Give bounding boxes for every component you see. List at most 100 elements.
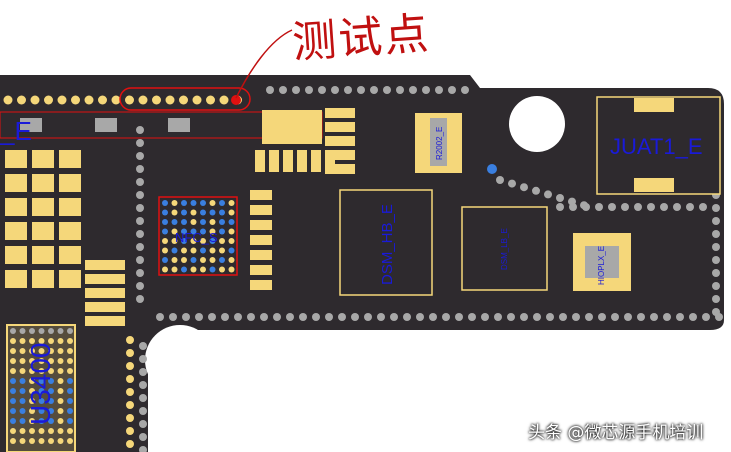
via bbox=[17, 95, 26, 105]
bga-ball bbox=[190, 219, 197, 225]
bga-ball bbox=[190, 247, 197, 254]
via bbox=[712, 295, 720, 303]
pad bbox=[95, 118, 117, 132]
component-dsm-lb[interactable] bbox=[461, 206, 548, 291]
bga-ball bbox=[190, 257, 197, 263]
bga-ball bbox=[10, 378, 16, 384]
via bbox=[152, 95, 161, 105]
bga-ball bbox=[38, 358, 45, 364]
via bbox=[126, 414, 134, 422]
via bbox=[611, 313, 619, 321]
via bbox=[136, 152, 144, 160]
via bbox=[139, 420, 147, 428]
via bbox=[3, 95, 13, 105]
via bbox=[435, 86, 443, 94]
test-point-highlighted bbox=[231, 95, 241, 105]
via bbox=[712, 256, 720, 264]
bga-ball bbox=[228, 238, 235, 244]
via bbox=[136, 230, 144, 238]
bga-ball bbox=[171, 209, 178, 216]
pad bbox=[20, 118, 42, 132]
label-r2002: R2002_E bbox=[435, 127, 444, 160]
bga-ball bbox=[162, 219, 168, 225]
via bbox=[455, 313, 463, 321]
via bbox=[637, 313, 645, 321]
mounting-hole bbox=[145, 325, 215, 395]
via bbox=[57, 95, 67, 105]
via bbox=[461, 86, 469, 94]
via bbox=[481, 313, 489, 321]
via bbox=[136, 126, 144, 134]
pad bbox=[250, 250, 272, 260]
bga-ball bbox=[219, 257, 225, 263]
bga-ball bbox=[219, 266, 225, 273]
bga-ball bbox=[228, 247, 235, 254]
bga-ball bbox=[10, 328, 16, 334]
via bbox=[292, 86, 300, 94]
label-u3400: U3400 bbox=[25, 342, 56, 425]
via bbox=[139, 446, 147, 452]
bga-ball bbox=[10, 438, 16, 444]
bga-ball bbox=[29, 408, 35, 414]
via bbox=[673, 203, 681, 211]
bga-ball bbox=[29, 388, 35, 394]
bga-ball bbox=[10, 398, 16, 404]
pad bbox=[430, 118, 447, 166]
via bbox=[546, 313, 554, 321]
via bbox=[390, 313, 398, 321]
bga-ball bbox=[38, 368, 45, 374]
label-dsm-lb: DSM_LB_E bbox=[500, 228, 509, 270]
via bbox=[206, 95, 215, 105]
via bbox=[126, 375, 134, 383]
via bbox=[496, 176, 504, 184]
via bbox=[712, 243, 720, 251]
label-juat1: JUAT1_E bbox=[610, 134, 703, 159]
bga-ball bbox=[171, 238, 178, 244]
bga-ball bbox=[228, 219, 235, 225]
bga-ball bbox=[190, 238, 197, 244]
pad bbox=[585, 246, 619, 278]
pad bbox=[32, 198, 54, 216]
bga-ball bbox=[19, 338, 26, 344]
bga-ball bbox=[171, 257, 178, 263]
via bbox=[712, 308, 720, 316]
via bbox=[647, 203, 655, 211]
via bbox=[357, 86, 365, 94]
via bbox=[126, 427, 134, 435]
bga-ball bbox=[162, 200, 168, 206]
via bbox=[494, 313, 502, 321]
bga-ball bbox=[57, 368, 64, 374]
bga-ball bbox=[38, 338, 45, 344]
bga-ball bbox=[228, 257, 235, 263]
bga-ball bbox=[29, 348, 35, 354]
test-point[interactable] bbox=[487, 164, 497, 174]
via bbox=[299, 313, 307, 321]
component-juat1[interactable] bbox=[596, 96, 721, 195]
pad bbox=[5, 270, 27, 288]
via bbox=[712, 282, 720, 290]
via bbox=[569, 203, 577, 211]
bga-ball bbox=[162, 257, 168, 263]
pad bbox=[325, 150, 335, 172]
bga-ball bbox=[67, 368, 73, 374]
bga-ball bbox=[209, 209, 216, 216]
bga-ball bbox=[48, 328, 54, 334]
via bbox=[126, 336, 134, 344]
bga-ball bbox=[38, 378, 45, 384]
pad bbox=[5, 174, 27, 192]
component-dsm-hb[interactable] bbox=[339, 189, 433, 296]
via bbox=[221, 313, 229, 321]
via bbox=[139, 394, 147, 402]
bga-ball bbox=[67, 418, 73, 424]
bga-ball bbox=[10, 418, 16, 424]
pad bbox=[250, 220, 272, 230]
via bbox=[182, 313, 190, 321]
via bbox=[712, 204, 720, 212]
via bbox=[621, 203, 629, 211]
watermark: 头条 @微芯源手机培训 bbox=[528, 423, 704, 443]
bga-ball bbox=[200, 238, 206, 244]
via bbox=[126, 349, 134, 357]
bga-ball bbox=[38, 408, 45, 414]
via bbox=[595, 203, 603, 211]
via bbox=[30, 95, 40, 105]
